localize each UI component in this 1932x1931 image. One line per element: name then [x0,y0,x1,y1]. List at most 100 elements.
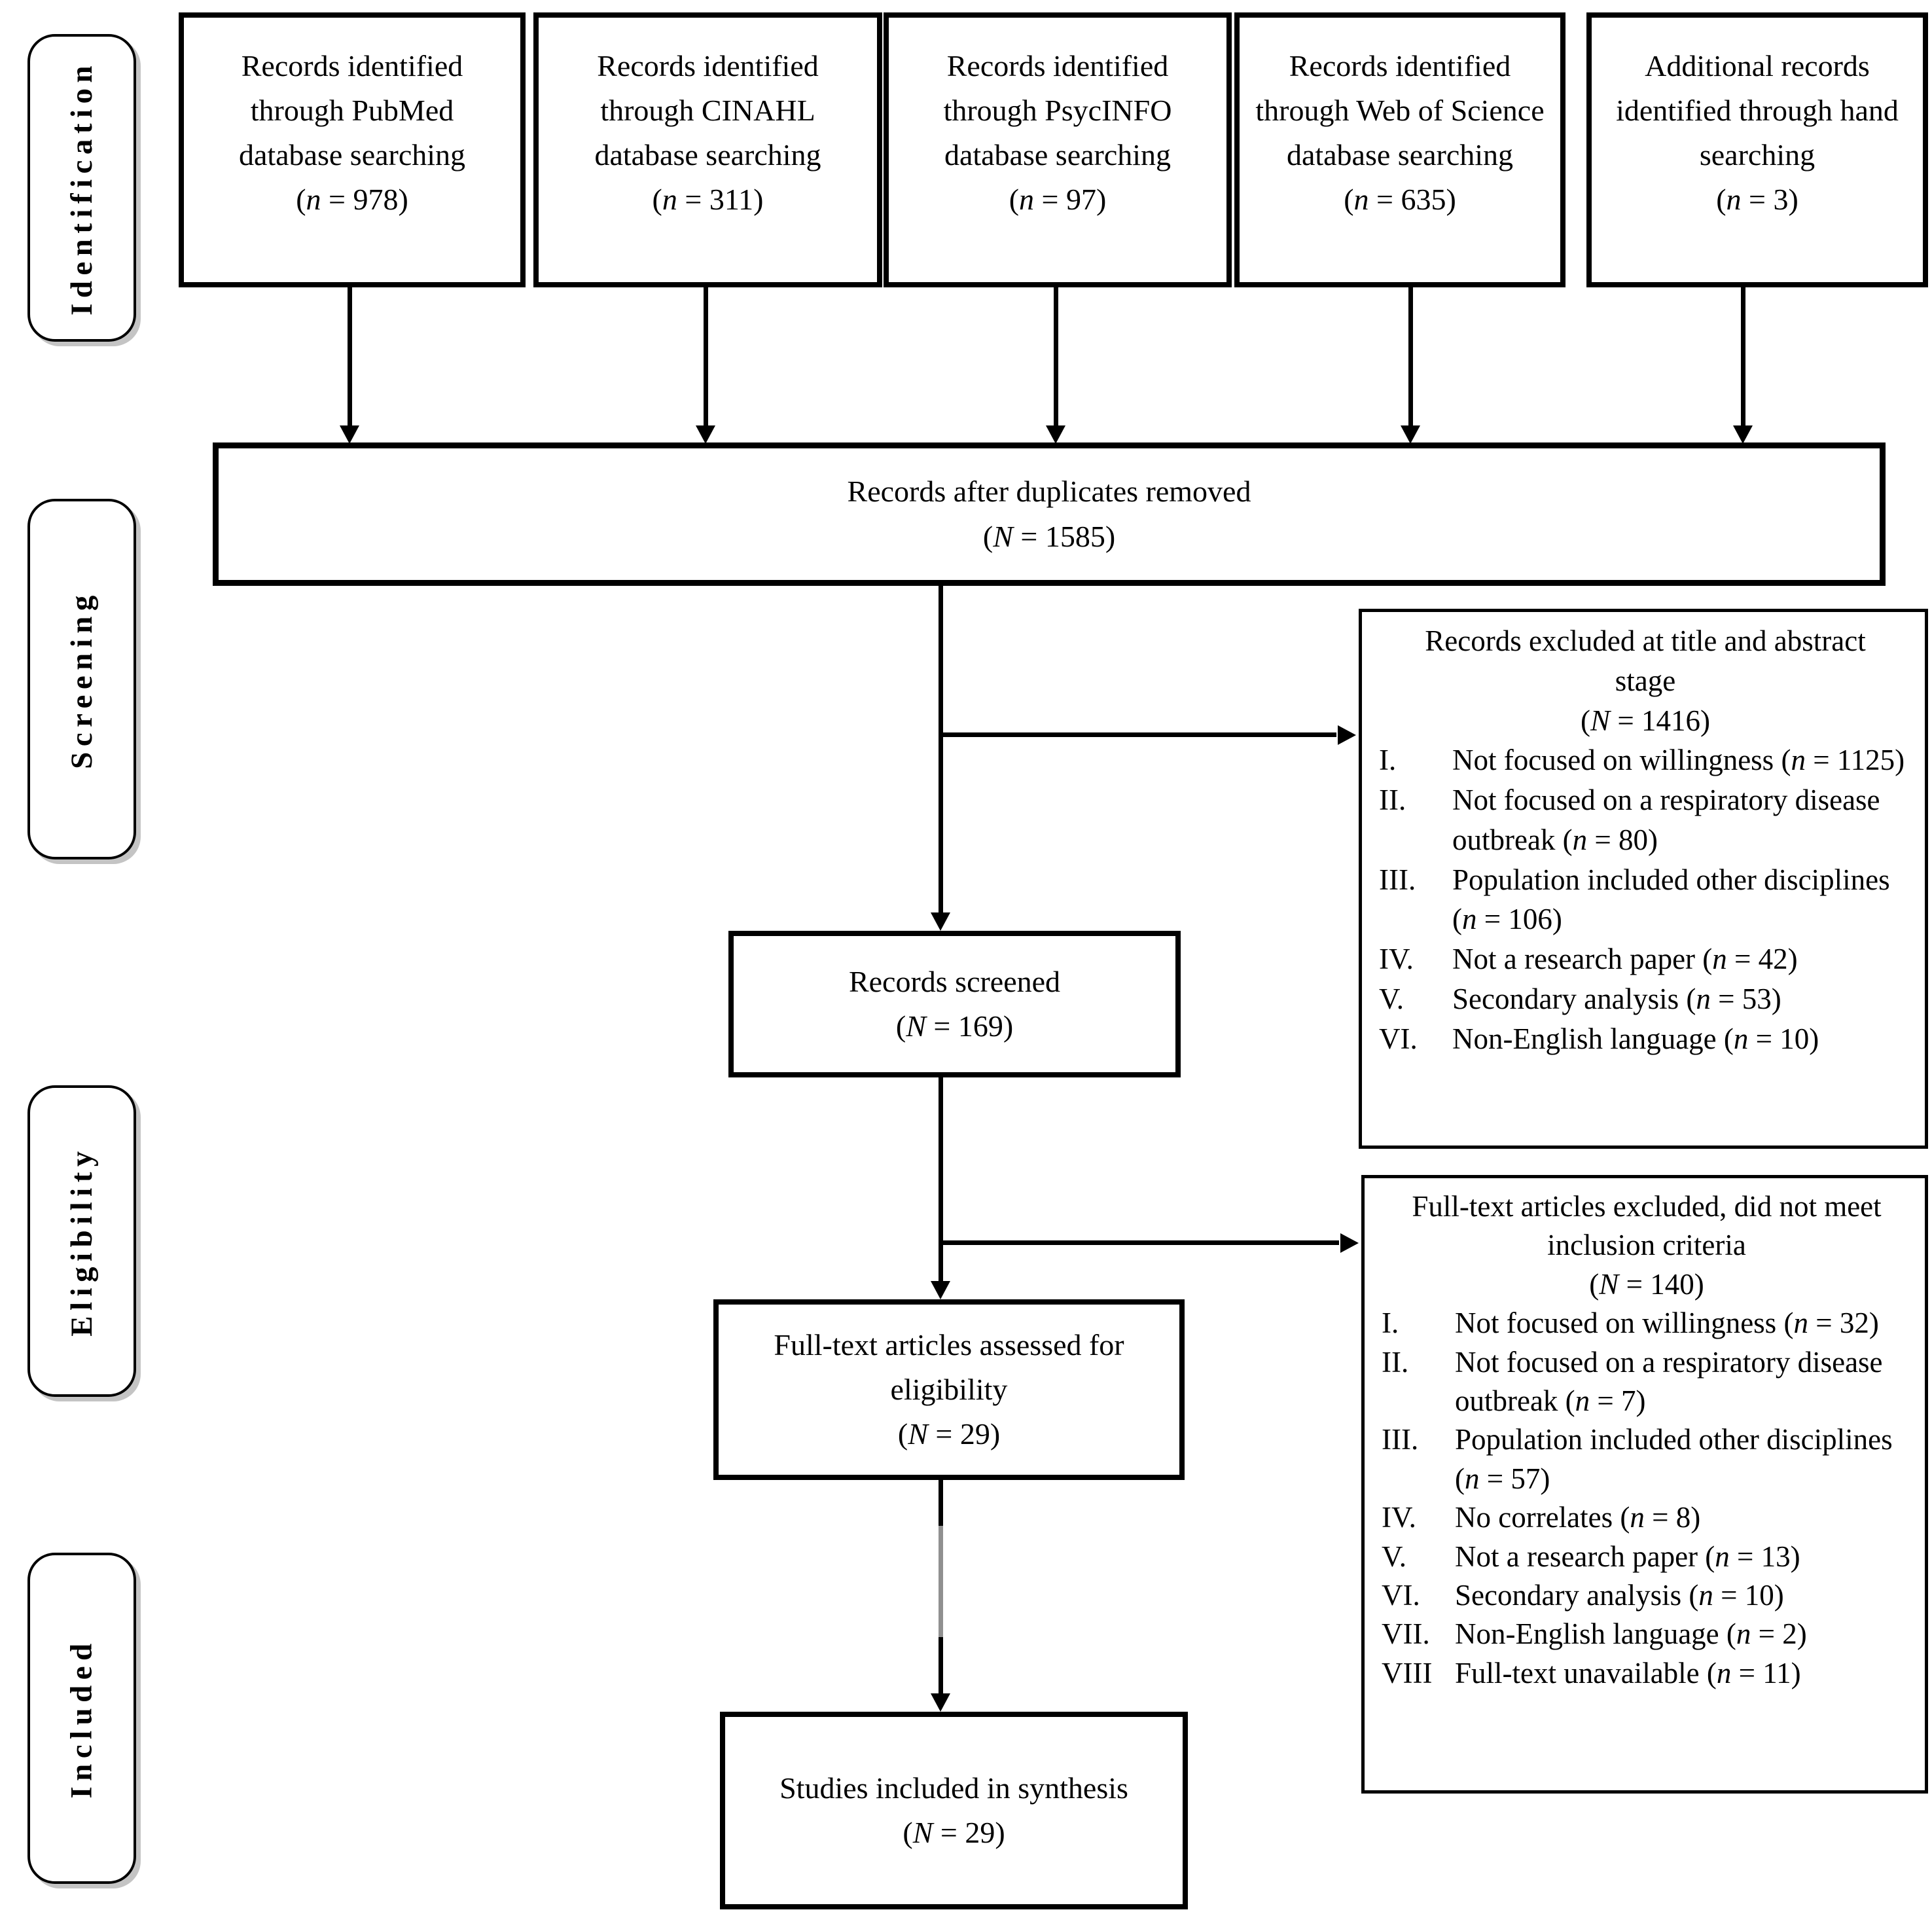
duplicates-removed-count: (N = 1585) [982,519,1116,553]
exclusion-item-numeral: I. [1379,744,1397,777]
exclusion-item-numeral: II. [1379,784,1406,816]
source-box-webofscience-label: Records identified through Web of Scienc… [1255,49,1545,172]
exclusion-item-numeral: VII. [1382,1617,1430,1651]
exclusion-item-text: Not focused on a respiratory disease out… [1452,784,1880,856]
exclusion-item-text: Non-English language (n = 2) [1455,1617,1807,1651]
arrowhead-fulltext-excluded-icon [1340,1233,1359,1253]
exclusion-item: V. Secondary analysis (n = 53) [1379,979,1912,1019]
exclusion-item-numeral: III. [1382,1423,1419,1456]
connector-duplicates-to-screened [939,586,943,913]
excluded-fulltext-title: Full-text articles excluded, did not mee… [1412,1190,1882,1262]
records-screened-count: (N = 169) [895,1009,1014,1043]
exclusion-item: IV. No correlates (n = 8) [1382,1498,1912,1537]
connector-fulltext-to-included-upper [939,1480,943,1526]
stage-identification: Identification [27,34,136,342]
records-screened-label: Records screened [848,964,1061,998]
fulltext-assessed-count: (N = 29) [897,1417,1001,1451]
studies-included-box: Studies included in synthesis (N = 29) [720,1712,1188,1909]
arrowhead-psycinfo-icon [1046,425,1065,444]
exclusion-item-text: Not focused on willingness (n = 32) [1455,1307,1879,1340]
connector-to-title-abstract-excluded [939,732,1336,737]
exclusion-item: III. Population included other disciplin… [1379,860,1912,940]
exclusion-item-numeral: I. [1382,1307,1399,1340]
exclusion-item-text: Non-English language (n = 10) [1452,1022,1819,1055]
source-box-handsearch: Additional records identified through ha… [1586,12,1928,287]
arrow-webofscience-to-duplicates [1408,287,1413,427]
source-box-webofscience-count: (n = 635) [1344,183,1456,217]
source-box-cinahl: Records identified through CINAHL databa… [533,12,882,287]
records-screened-box: Records screened (N = 169) [728,931,1181,1077]
source-box-pubmed-count: (n = 978) [296,183,408,217]
exclusion-item-text: Secondary analysis (n = 53) [1452,982,1781,1015]
source-box-psycinfo-count: (n = 97) [1009,183,1107,217]
exclusion-item-numeral: V. [1379,982,1404,1015]
excluded-title-abstract-title: Records excluded at title and abstract s… [1425,624,1866,697]
arrow-psycinfo-to-duplicates [1054,287,1058,427]
exclusion-item: I. Not focused on willingness (n = 32) [1382,1304,1912,1343]
exclusion-item-numeral: VI. [1382,1578,1420,1612]
exclusion-item-numeral: VI. [1379,1022,1418,1055]
excluded-fulltext-count: (N = 140) [1589,1267,1704,1301]
stage-screening-label: Screening [65,589,99,769]
source-box-cinahl-count: (n = 311) [652,183,764,217]
fulltext-assessed-label: Full-text articles assessed for eligibil… [774,1327,1124,1406]
source-box-cinahl-label: Records identified through CINAHL databa… [594,49,821,172]
exclusion-item-numeral: IV. [1379,943,1414,975]
arrow-pubmed-to-duplicates [348,287,352,427]
exclusion-item-text: Not a research paper (n = 13) [1455,1540,1800,1573]
arrowhead-cinahl-icon [696,425,715,444]
fulltext-assessed-box: Full-text articles assessed for eligibil… [713,1299,1185,1480]
connector-to-fulltext-excluded [939,1240,1339,1245]
exclusion-item-text: Population included other disciplines (n… [1455,1423,1893,1495]
source-box-pubmed-label: Records identified through PubMed databa… [238,49,466,172]
exclusion-item-numeral: III. [1379,863,1416,896]
exclusion-item-numeral: II. [1382,1345,1409,1379]
source-box-pubmed: Records identified through PubMed databa… [179,12,526,287]
connector-fulltext-to-included-gray [939,1526,943,1637]
source-box-handsearch-label: Additional records identified through ha… [1616,49,1899,172]
exclusion-item-text: No correlates (n = 8) [1455,1501,1701,1534]
studies-included-label: Studies included in synthesis [779,1771,1128,1805]
stage-eligibility-label: Eligibility [65,1146,99,1337]
source-box-webofscience: Records identified through Web of Scienc… [1234,12,1565,287]
studies-included-count: (N = 29) [903,1816,1005,1849]
exclusion-item-text: Full-text unavailable (n = 11) [1455,1656,1801,1689]
arrowhead-handsearch-icon [1733,425,1753,444]
source-box-psycinfo: Records identified through PsycINFO data… [884,12,1232,287]
stage-screening: Screening [27,499,136,859]
exclusion-item-text: Not focused on a respiratory disease out… [1455,1345,1883,1417]
arrow-handsearch-to-duplicates [1741,287,1745,427]
exclusion-item: VII. Non-English language (n = 2) [1382,1615,1912,1653]
exclusion-item-numeral: V. [1382,1540,1406,1573]
exclusion-item: VI. Secondary analysis (n = 10) [1382,1576,1912,1615]
stage-identification-label: Identification [65,60,99,316]
stage-eligibility: Eligibility [27,1085,136,1397]
connector-fulltext-to-included-lower [939,1637,943,1694]
exclusion-item-numeral: IV. [1382,1501,1416,1534]
arrowhead-included-icon [931,1693,950,1712]
source-box-psycinfo-label: Records identified through PsycINFO data… [943,49,1172,172]
duplicates-removed-label: Records after duplicates removed [847,475,1251,509]
excluded-title-abstract-box: Records excluded at title and abstract s… [1359,609,1928,1149]
exclusion-item-numeral: VIII [1382,1656,1433,1689]
arrowhead-title-abstract-excluded-icon [1338,725,1356,745]
duplicates-removed-box: Records after duplicates removed (N = 15… [213,442,1886,586]
exclusion-item-text: Not focused on willingness (n = 1125) [1452,744,1905,777]
exclusion-item: I. Not focused on willingness (n = 1125) [1379,740,1912,780]
arrowhead-fulltext-icon [931,1281,950,1299]
exclusion-item: VI. Non-English language (n = 10) [1379,1019,1912,1059]
exclusion-item: III. Population included other disciplin… [1382,1420,1912,1498]
stage-included: Included [27,1553,136,1884]
arrowhead-webofscience-icon [1401,425,1420,444]
exclusion-item-text: Not a research paper (n = 42) [1452,943,1798,975]
excluded-fulltext-box: Full-text articles excluded, did not mee… [1361,1175,1928,1794]
exclusion-item: II. Not focused on a respiratory disease… [1382,1343,1912,1421]
exclusion-item: VIII Full-text unavailable (n = 11) [1382,1654,1912,1693]
arrowhead-pubmed-icon [340,425,359,444]
exclusion-item: II. Not focused on a respiratory disease… [1379,780,1912,860]
source-box-handsearch-count: (n = 3) [1716,183,1798,217]
connector-screened-to-fulltext [939,1077,943,1282]
excluded-title-abstract-count: (N = 1416) [1581,704,1710,737]
stage-included-label: Included [65,1638,99,1799]
